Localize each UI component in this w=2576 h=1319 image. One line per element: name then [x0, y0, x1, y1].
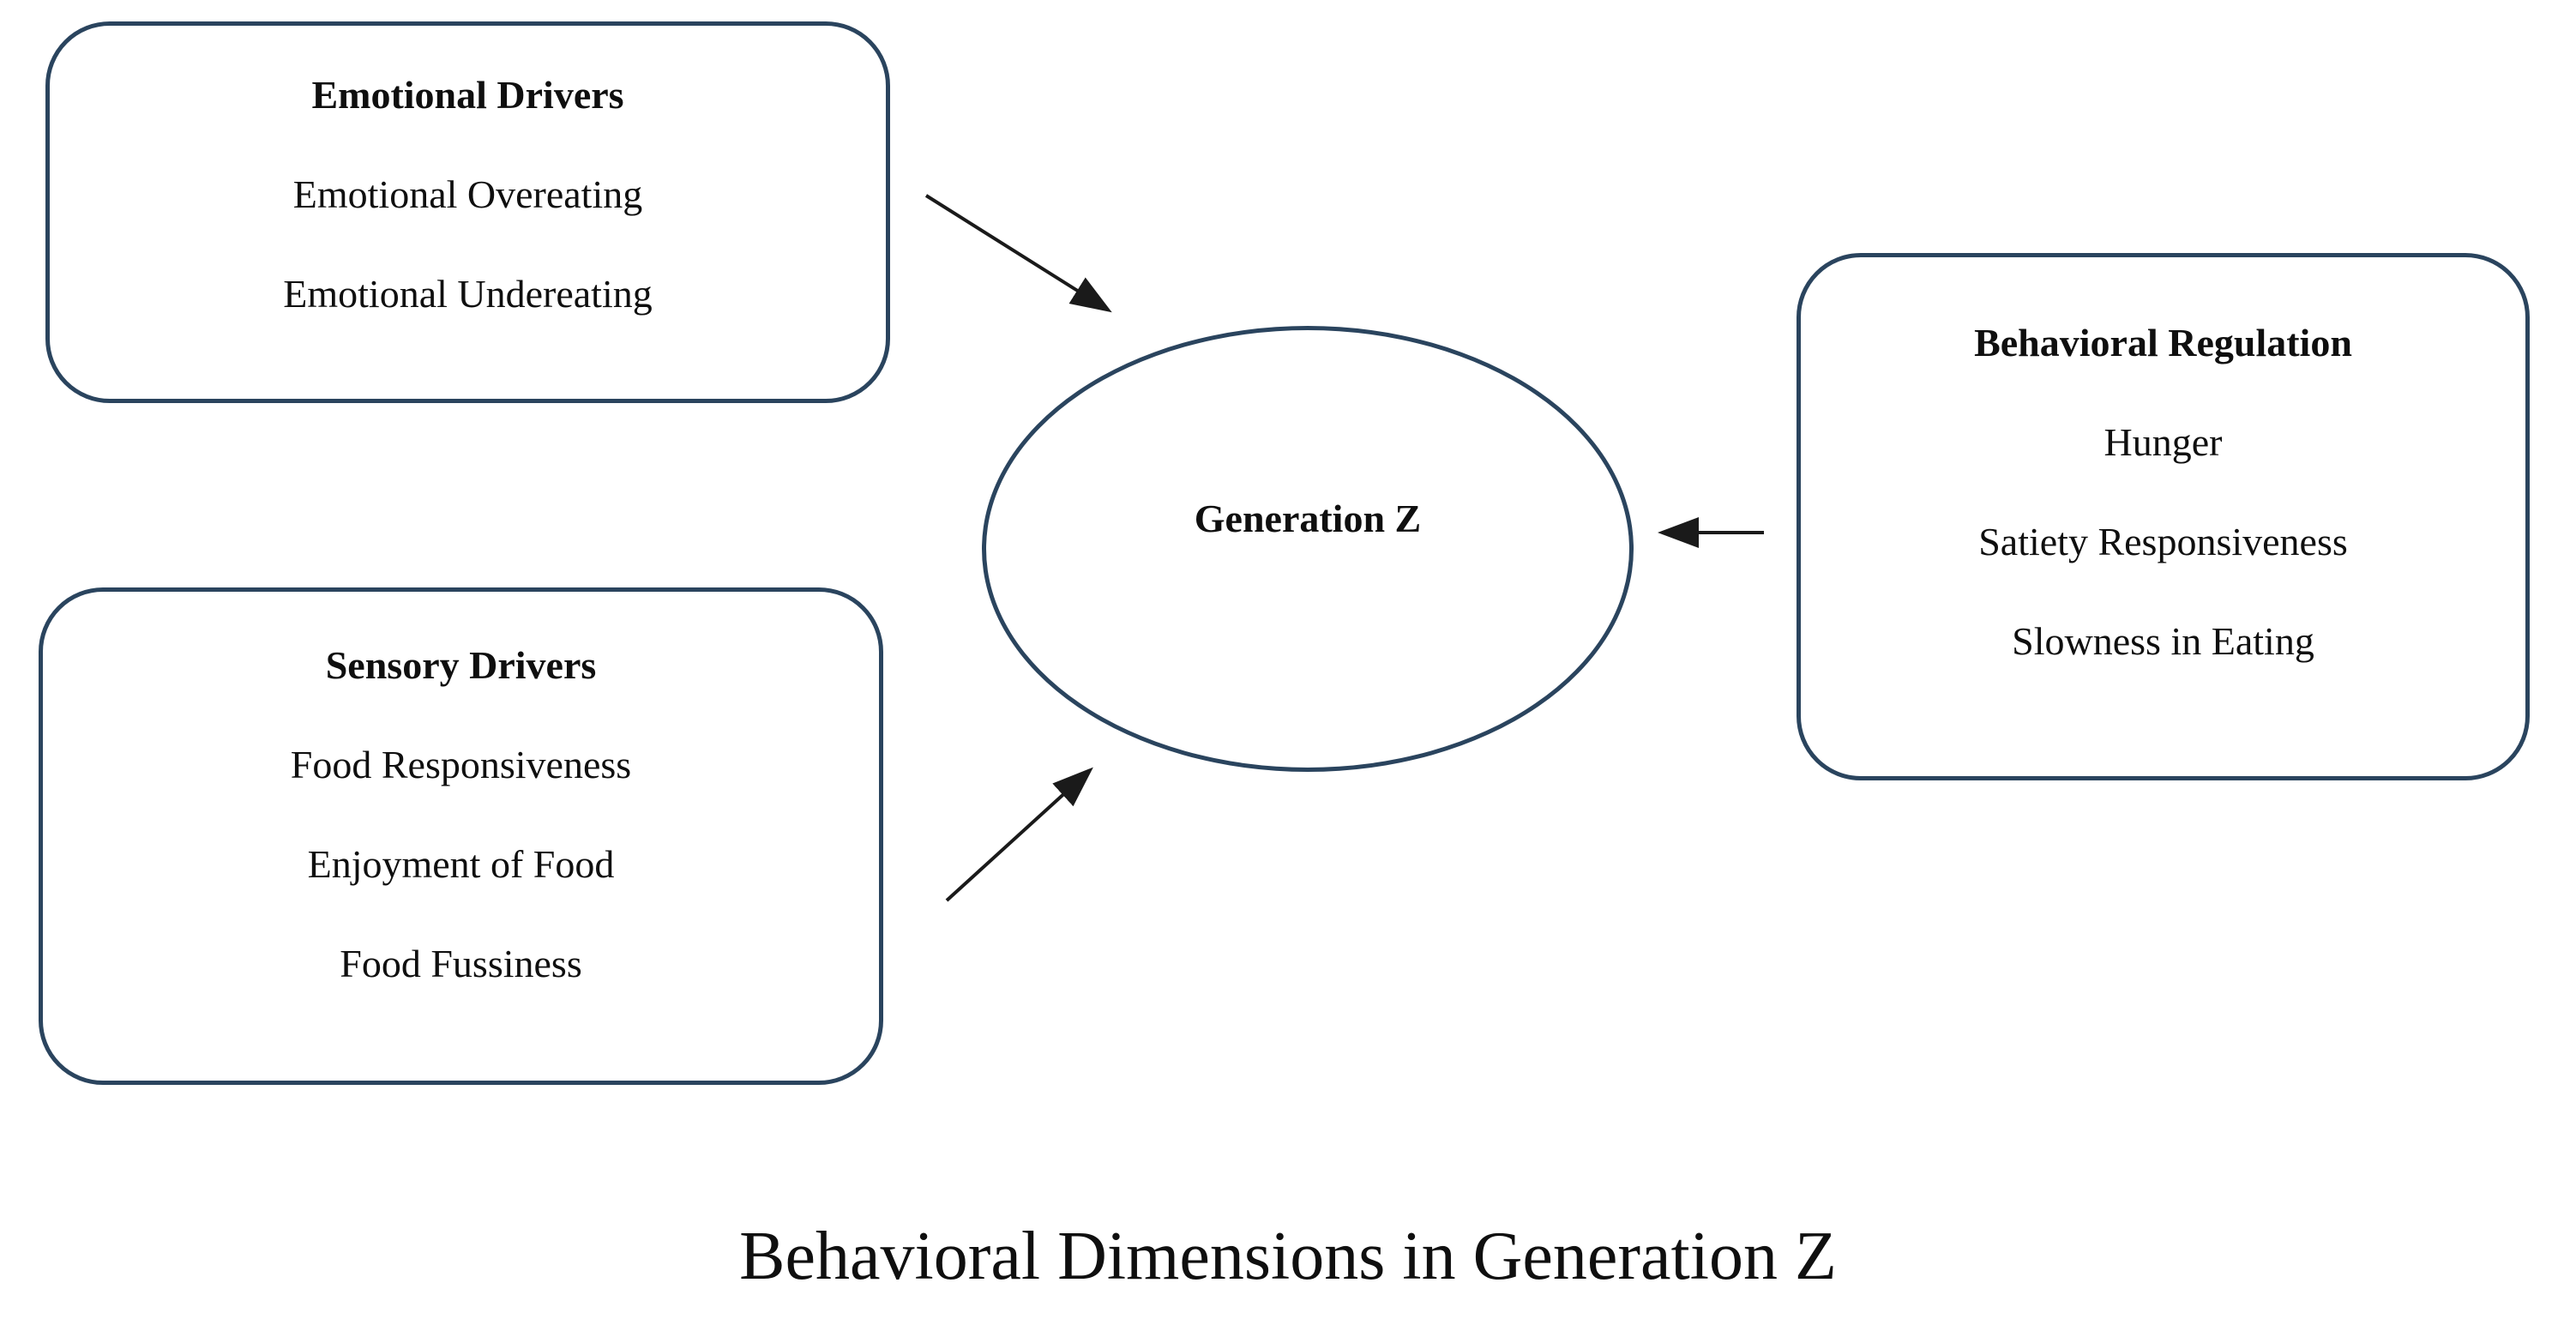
caption-row: Behavioral Dimensions in Generation Z [0, 1201, 2576, 1312]
box-item: Slowness in Eating [2012, 618, 2314, 663]
box-behavioral-regulation: Behavioral Regulation Hunger Satiety Res… [1797, 253, 2530, 780]
box-title: Behavioral Regulation [1974, 320, 2352, 364]
box-sensory-drivers: Sensory Drivers Food Responsiveness Enjo… [39, 587, 883, 1085]
arrow-sensory-to-center-icon [945, 767, 1093, 902]
box-emotional-drivers: Emotional Drivers Emotional Overeating E… [45, 21, 890, 403]
center-ellipse-label: Generation Z [1194, 496, 1422, 540]
box-item: Food Fussiness [340, 941, 582, 985]
arrow-emotional-to-center-icon [924, 194, 1112, 313]
box-title: Emotional Drivers [311, 72, 624, 117]
box-item: Satiety Responsiveness [1978, 519, 2348, 563]
figure-caption: Behavioral Dimensions in Generation Z [739, 1218, 1837, 1294]
center-ellipse-generation-z: Generation Z [982, 326, 1634, 772]
box-title: Sensory Drivers [325, 642, 597, 687]
box-item: Food Responsiveness [290, 742, 632, 786]
box-item: Emotional Overeating [292, 172, 643, 216]
box-item: Emotional Undereating [283, 271, 653, 316]
box-item: Hunger [2104, 419, 2223, 464]
box-item: Enjoyment of Food [307, 841, 615, 886]
